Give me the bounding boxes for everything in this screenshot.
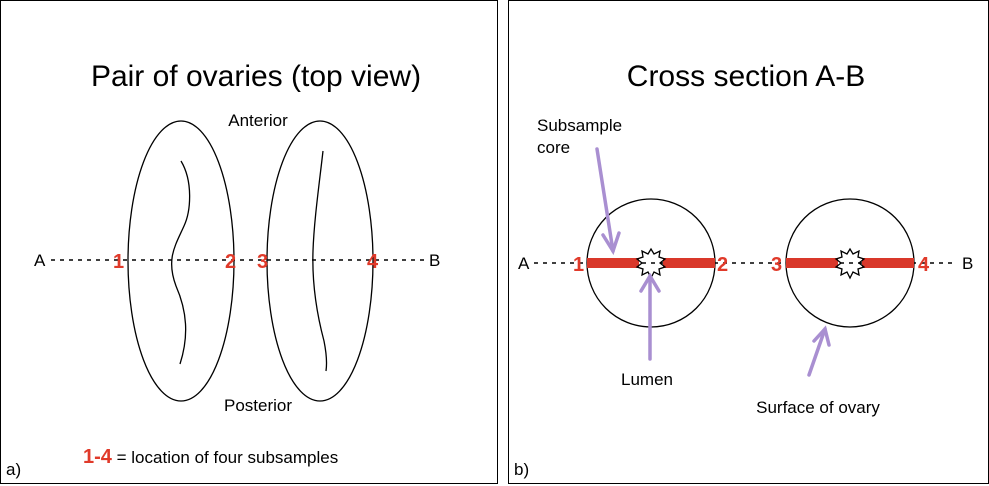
legend-text: = location of four subsamples [112,448,338,467]
panel-cross-section: Cross section A-B Subsample core A B 1 2… [508,0,989,484]
panel-b-letter: b) [514,460,529,479]
surface-label: Surface of ovary [756,398,880,417]
top-view-diagram: Pair of ovaries (top view) Anterior A B … [1,1,499,485]
subsample-4-label: 4 [367,251,379,273]
point-a-label: A [34,251,46,270]
legend-range: 1-4 [83,446,113,468]
lumen-arrow [641,276,659,359]
cs-subsample-3-label: 3 [771,254,782,276]
subsample-3-label: 3 [257,251,268,273]
subsample-2-label: 2 [225,251,236,273]
panel-a-title: Pair of ovaries (top view) [91,60,421,93]
right-ovary-lumen-line [313,151,327,371]
cross-section-diagram: Cross section A-B Subsample core A B 1 2… [509,1,989,485]
cs-subsample-2-label: 2 [717,254,728,276]
panel-b-title: Cross section A-B [627,60,865,93]
point-b-label: B [429,251,440,270]
cs-subsample-1-label: 1 [573,254,584,276]
panel-a-letter: a) [6,460,21,479]
subsample-label-line2: core [537,138,570,157]
posterior-label: Posterior [224,396,292,415]
cs-point-a-label: A [518,254,530,273]
lumen-label: Lumen [621,370,673,389]
surface-arrow [809,329,829,375]
panel-top-view: Pair of ovaries (top view) Anterior A B … [0,0,498,484]
subsample-1-label: 1 [113,251,124,273]
legend: 1-4 = location of four subsamples [83,446,338,468]
subsample-label-line1: Subsample [537,116,622,135]
cs-subsample-4-label: 4 [918,254,930,276]
cs-point-b-label: B [962,254,973,273]
right-ovary-outline [267,121,373,401]
subsample-core-arrow [597,149,619,251]
anterior-label: Anterior [228,111,288,130]
left-ovary-lumen-line [172,161,190,364]
